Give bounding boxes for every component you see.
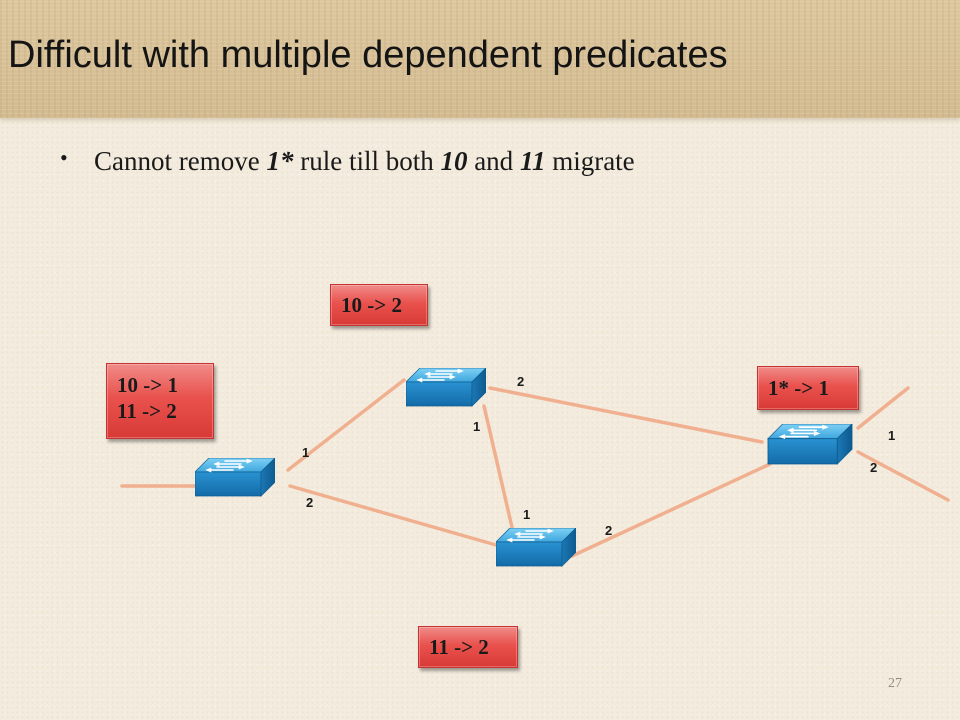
title-band: [0, 0, 960, 118]
port-label-top-2: 2: [517, 374, 524, 389]
port-labels: 1 2 2 1 1 2 1 2: [302, 374, 895, 538]
link-bottom-right: [570, 462, 772, 558]
port-label-left-2: 2: [306, 495, 313, 510]
bullet-emphasis-10: 10: [440, 146, 468, 176]
switch-left[interactable]: [195, 458, 275, 497]
rule-left-line-2: 11 -> 2: [117, 399, 177, 423]
page-number: 27: [888, 676, 902, 691]
switch-top[interactable]: [406, 368, 486, 407]
bullet-text: Cannot remove 1* rule till both 10 and 1…: [94, 146, 635, 177]
bullet-text-middle: rule till both: [293, 146, 441, 176]
link-right-out-1: [856, 386, 910, 430]
rule-top-line: 10 -> 2: [341, 293, 402, 317]
port-label-right-2: 2: [870, 460, 877, 475]
bullet-text-and: and: [467, 146, 520, 176]
bullet-dot: •: [60, 145, 68, 170]
port-label-top-1: 1: [473, 419, 480, 434]
port-label-bottom-2: 2: [605, 523, 612, 538]
switch-bottom[interactable]: [496, 528, 576, 567]
rule-box-right: 1* -> 1: [757, 366, 859, 410]
slide-title: Difficult with multiple dependent predic…: [8, 34, 728, 76]
link-left-top: [286, 378, 406, 472]
rule-box-left: 10 -> 1 11 -> 2: [106, 363, 214, 439]
network-links: [120, 378, 950, 558]
switch-right[interactable]: [766, 424, 854, 465]
rule-box-top: 10 -> 2: [330, 284, 428, 326]
rule-box-bottom: 11 -> 2: [418, 626, 518, 668]
link-top-bottom: [482, 404, 516, 538]
port-label-right-1: 1: [888, 428, 895, 443]
rule-right-line: 1* -> 1: [768, 376, 829, 400]
port-label-left-1: 1: [302, 445, 309, 460]
bullet-emphasis-prefix-rule: 1*: [266, 146, 294, 176]
rule-bottom-line: 11 -> 2: [429, 635, 489, 659]
bullet-emphasis-11: 11: [519, 146, 546, 176]
link-top-right: [488, 386, 764, 444]
link-left-bottom: [288, 484, 498, 547]
rule-left-line-1: 10 -> 1: [117, 373, 178, 397]
bullet-text-suffix: migrate: [545, 146, 635, 176]
bullet-text-prefix: Cannot remove: [94, 146, 267, 176]
link-right-out-2: [856, 450, 950, 502]
port-label-bottom-1: 1: [523, 507, 530, 522]
